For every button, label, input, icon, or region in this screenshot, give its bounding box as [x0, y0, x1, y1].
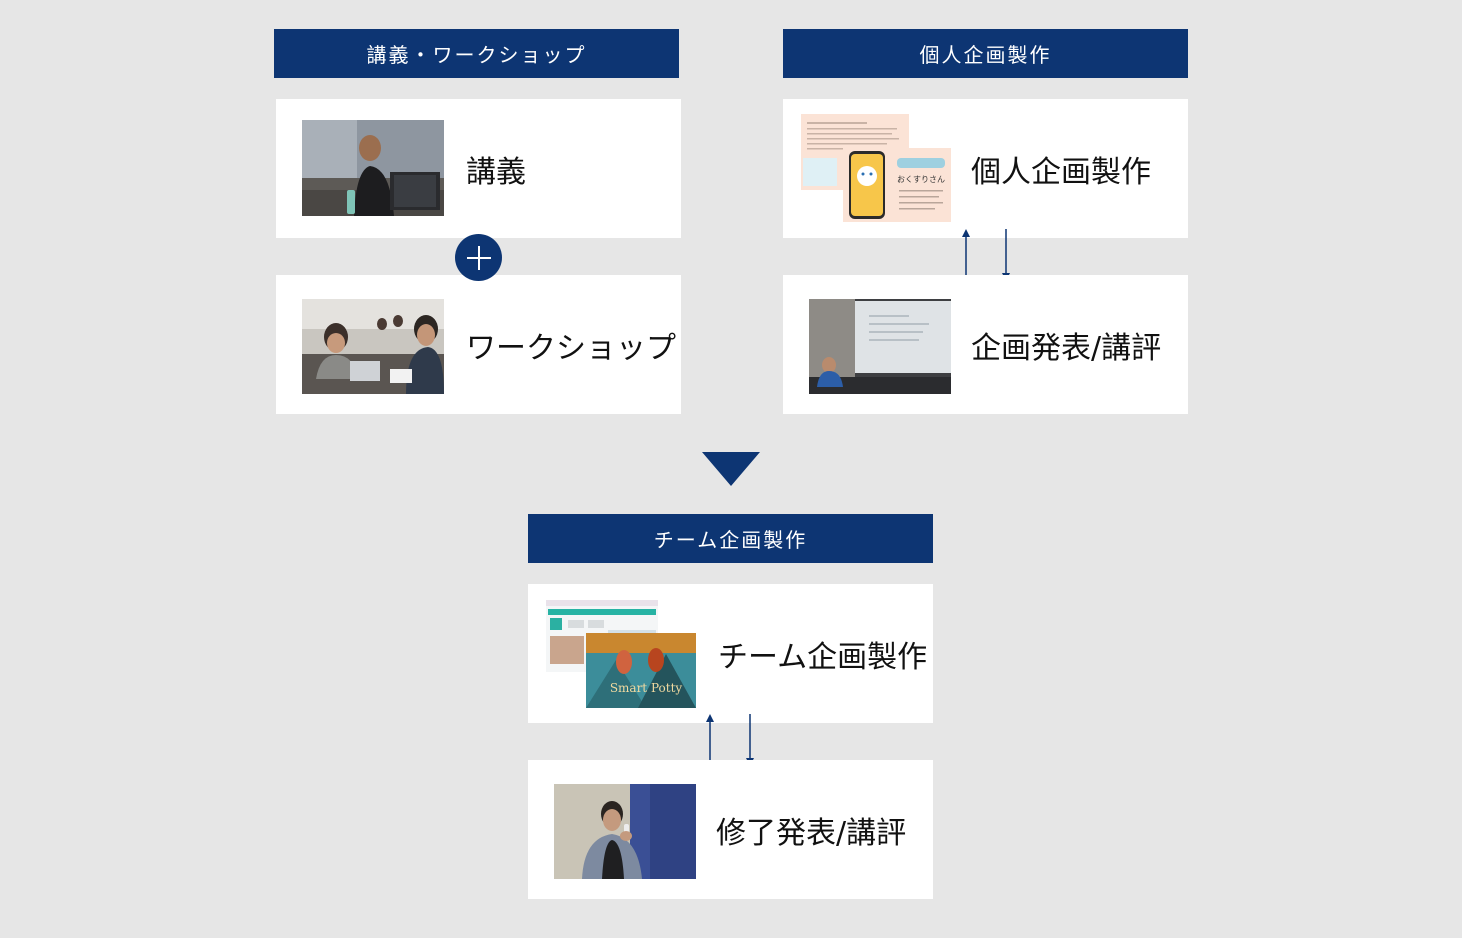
workshop-label: ワークショップ: [466, 323, 676, 367]
personal-project-header: 個人企画製作: [783, 29, 1188, 78]
project-presentation-label: 企画発表/講評: [971, 323, 1161, 367]
lecture-workshop-header: 講義・ワークショップ: [274, 29, 679, 78]
project-presentation-photo: [809, 299, 951, 394]
team-project-label: チーム企画製作: [718, 632, 927, 676]
team-project-header: チーム企画製作: [528, 514, 933, 563]
arrow-up-icon: [705, 714, 715, 766]
app-title-text: おくすりさん: [897, 175, 945, 184]
plus-icon: [455, 234, 502, 281]
personal-project-label: 個人企画製作: [971, 147, 1151, 191]
personal-project-card: おくすりさん 個人企画製作: [783, 99, 1188, 238]
project-presentation-card: 企画発表/講評: [783, 275, 1188, 414]
poster-title-text: Smart Potty: [610, 681, 683, 695]
team-project-card: Smart Potty チーム企画製作: [528, 584, 933, 723]
arrow-down-icon: [1001, 229, 1011, 281]
final-presentation-photo: [554, 784, 696, 879]
arrow-up-icon: [961, 229, 971, 281]
arrow-down-icon: [745, 714, 755, 766]
lecture-label: 講義: [466, 147, 526, 191]
lecture-card: 講義: [276, 99, 681, 238]
team-project-image: Smart Potty: [546, 600, 698, 708]
workshop-card: ワークショップ: [276, 275, 681, 414]
final-presentation-label: 修了発表/講評: [716, 808, 906, 852]
lecture-photo: [302, 120, 444, 216]
personal-project-image: おくすりさん: [801, 114, 951, 222]
triangle-down-icon: [702, 452, 760, 486]
workshop-photo: [302, 299, 444, 394]
final-presentation-card: 修了発表/講評: [528, 760, 933, 899]
